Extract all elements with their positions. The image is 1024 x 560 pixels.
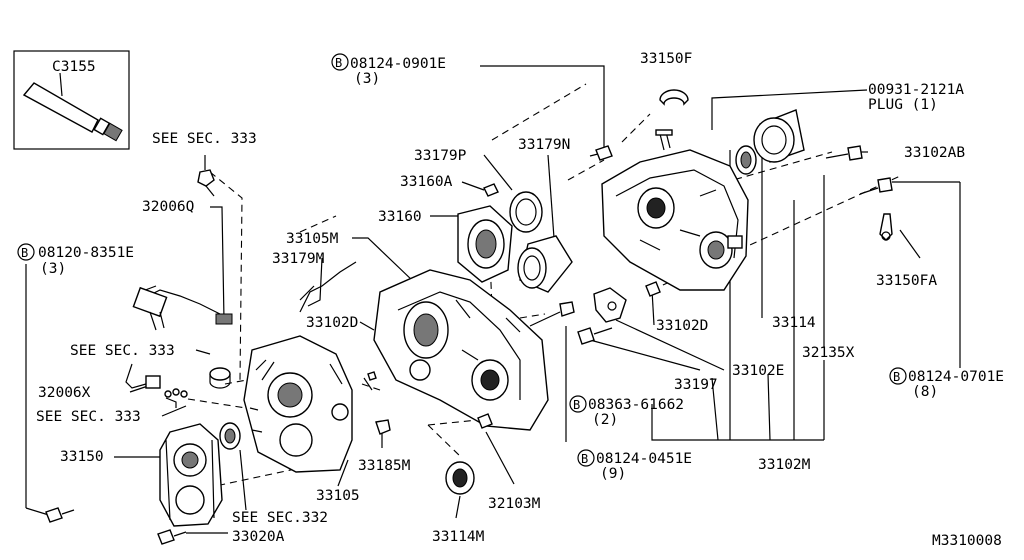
- label-see-sec-333-top: SEE SEC. 333: [152, 131, 257, 147]
- transfer-case-middle-33105m-icon: [373, 269, 549, 431]
- label-33150f: 33150F: [640, 51, 692, 67]
- label-bolt-8351-qty: (3): [40, 261, 66, 277]
- label-33160: 33160: [378, 209, 422, 225]
- bolt-marker-letter: B: [573, 398, 580, 412]
- bolt-marker-61662: B: [569, 395, 587, 413]
- label-33102d-left: 33102D: [306, 315, 358, 331]
- bolt-8351-icon: [45, 507, 75, 523]
- bracket-33197-icon: [593, 287, 627, 323]
- bolt-61662-icon: [577, 327, 613, 345]
- label-33185m: 33185M: [358, 458, 411, 474]
- label-33179m: 33179M: [272, 251, 325, 267]
- label-bolt-61662-qty: (2): [592, 412, 618, 428]
- label-33179p: 33179P: [414, 148, 467, 164]
- label-bolt-8351-number: 08120-8351E: [38, 245, 134, 261]
- drain-plug-icon: [197, 169, 215, 197]
- label-33179n: 33179N: [518, 137, 570, 153]
- clip-33150fa-icon: [879, 213, 893, 241]
- bolt-marker-letter: B: [581, 452, 588, 466]
- label-00931-2121a: 00931-2121A: [868, 82, 964, 98]
- bolt-0901-icon: [589, 145, 613, 161]
- bolt-marker-0901: B: [331, 53, 349, 71]
- bolt-0451-icon: [529, 301, 575, 327]
- bolt-marker-letter: B: [335, 56, 342, 70]
- rear-cover-33150-icon: [159, 423, 223, 527]
- speed-sensor-harness-icon: [132, 285, 233, 331]
- plug-33185m-icon: [375, 419, 391, 435]
- bolt-33102d-right-icon: [645, 281, 661, 297]
- sealant-inset: C3155: [13, 50, 130, 150]
- label-plug: PLUG (1): [868, 97, 938, 113]
- bearing-retainer-33160-icon: [457, 205, 513, 283]
- label-bolt-0451-number: 08124-0451E: [596, 451, 692, 467]
- parts: [45, 89, 893, 545]
- bolt-marker-0701: B: [889, 367, 907, 385]
- oil-seal-33114-icon: [735, 145, 757, 175]
- bolt-0701-icon: [859, 177, 893, 195]
- breather-hose-icon: [299, 261, 357, 313]
- label-33160a: 33160A: [400, 174, 453, 190]
- bolt-33020a-icon: [157, 529, 187, 545]
- oil-seal-icon: [219, 422, 241, 450]
- label-33102e: 33102E: [732, 363, 784, 379]
- label-bolt-0701-number: 08124-0701E: [908, 369, 1004, 385]
- label-33114m: 33114M: [432, 529, 485, 545]
- sleeve-33179n-icon: [517, 235, 573, 293]
- label-32103m: 32103M: [488, 496, 541, 512]
- label-see-sec-332: SEE SEC.332: [232, 510, 328, 526]
- label-bolt-0701-qty: (8): [912, 384, 938, 400]
- label-c3155: C3155: [52, 59, 96, 75]
- label-bolt-61662-number: 08363-61662: [588, 397, 684, 413]
- bolt-marker-letter: B: [893, 370, 900, 384]
- neutral-switch-icon: [125, 363, 188, 398]
- label-33105: 33105: [316, 488, 360, 504]
- snap-ring-33179p-icon: [509, 191, 543, 233]
- bolt-33102ab-icon: [825, 145, 863, 161]
- bolt-32103m-icon: [477, 413, 493, 429]
- label-33197: 33197: [674, 377, 718, 393]
- bolt-33102d-icon: [363, 371, 377, 391]
- oil-cap-icon: [209, 367, 231, 389]
- label-bolt-0901-number: 08124-0901E: [350, 56, 446, 72]
- label-33105m: 33105M: [286, 231, 339, 247]
- leader-lines: [25, 65, 961, 534]
- label-33102m: 33102M: [758, 457, 811, 473]
- label-33150: 33150: [60, 449, 104, 465]
- transfer-case-left-33105-icon: [243, 335, 353, 473]
- bearing-ring-icon: [753, 109, 805, 163]
- oil-seal-33114m-icon: [445, 461, 475, 495]
- label-bolt-0451-qty: (9): [600, 466, 626, 482]
- label-32006q: 32006Q: [142, 199, 194, 215]
- bolt-marker-letter: B: [21, 246, 28, 260]
- label-32135x: 32135X: [802, 345, 855, 361]
- bolt-33160a-icon: [483, 183, 499, 197]
- bolt-marker-8351: B: [17, 243, 35, 261]
- label-see-sec-333-mid: SEE SEC. 333: [70, 343, 175, 359]
- label-33102ab: 33102AB: [904, 145, 965, 161]
- bolt-marker-0451: B: [577, 449, 595, 467]
- sealant-tube-icon: [22, 72, 123, 142]
- label-bolt-0901-qty: (3): [354, 71, 380, 87]
- label-33020a: 33020A: [232, 529, 285, 545]
- clip-33150f-icon: [659, 89, 689, 106]
- plug-00931-icon: [655, 129, 673, 151]
- diagram-id: M3310008: [932, 533, 1002, 549]
- label-33150fa: 33150FA: [876, 273, 937, 289]
- transfer-case-right-33102m-icon: [601, 149, 749, 291]
- part-labels: SEE SEC. 333 08124-0901E (3) 33150F 0093…: [36, 51, 1004, 549]
- label-33102d-right: 33102D: [656, 318, 708, 334]
- label-33114: 33114: [772, 315, 816, 331]
- label-see-sec-333-low: SEE SEC. 333: [36, 409, 141, 425]
- label-32006x: 32006X: [38, 385, 91, 401]
